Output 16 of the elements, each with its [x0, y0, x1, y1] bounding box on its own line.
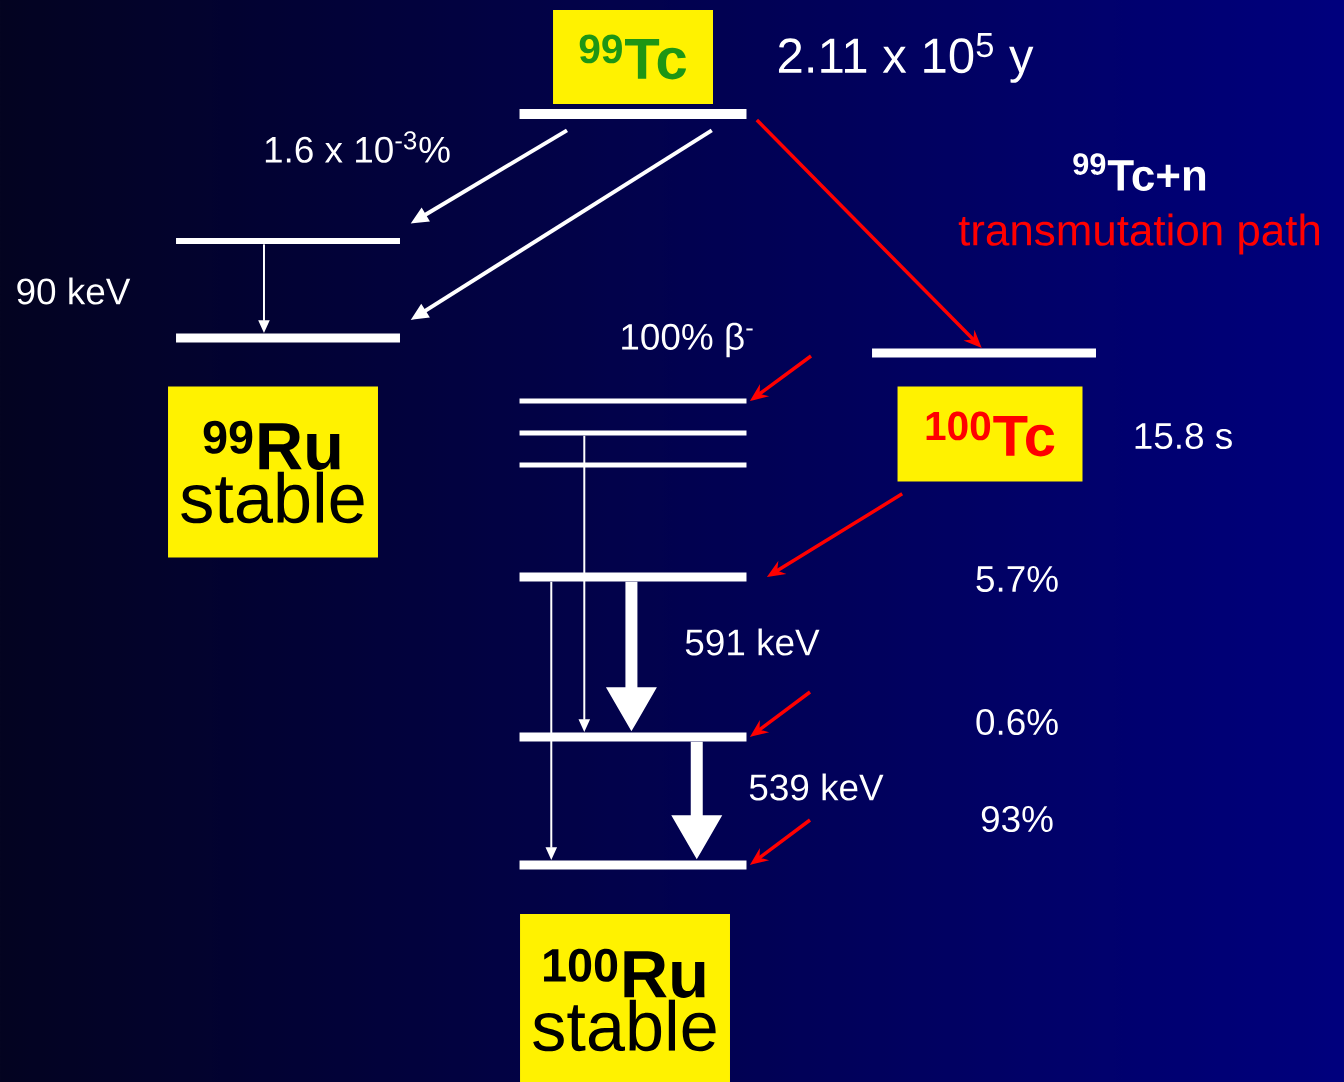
text-label: $^{99}$Tc+n: [1073, 153, 1206, 191]
edge-label: 1.6 x 10$^{-3}$%: [265, 131, 450, 163]
nuclide-box: $^{100}$Ru stable: [520, 914, 730, 1082]
text-label: 90 keV: [17, 277, 131, 305]
edge-label: 591 keV: [685, 628, 820, 656]
edge-label: 100% β$^{-}$: [622, 322, 753, 358]
text-label: 0.6%: [976, 708, 1058, 736]
nuclide-box: $^{99}$Ru stable: [168, 386, 378, 558]
text-label: 93%: [981, 805, 1053, 833]
edge-label: 539 keV: [749, 773, 884, 801]
nuclide-box: $^{100}$Tc: [897, 386, 1083, 482]
half-life-label: 15.8 s: [1135, 422, 1232, 450]
nuclide-box: $^{99}$Tc: [553, 10, 713, 104]
half-life-label: 2.11 x 10$^{5}$ y: [778, 33, 1034, 83]
text-label: 5.7%: [976, 566, 1058, 592]
text-label: transmutation path: [958, 213, 1319, 255]
